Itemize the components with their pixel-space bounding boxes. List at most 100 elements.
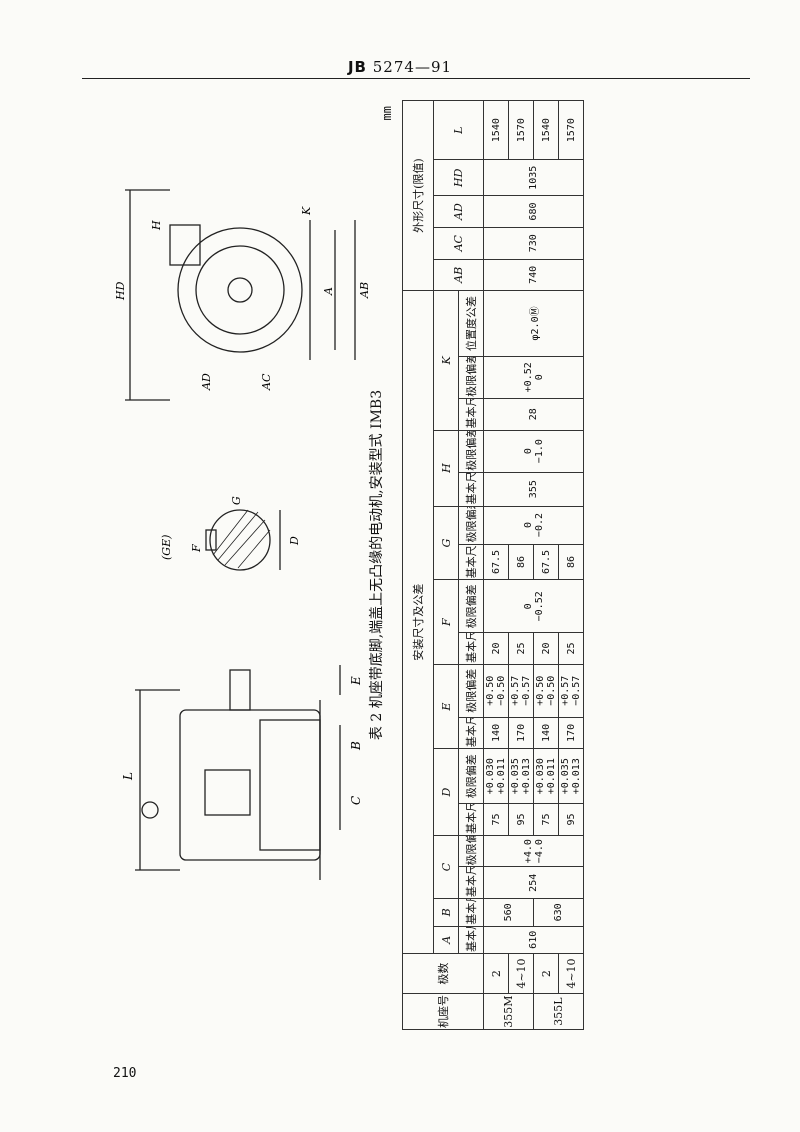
- page-number: 210: [113, 1066, 137, 1081]
- label-AD: AD: [200, 373, 213, 391]
- cell-F: 25: [558, 632, 584, 665]
- hdr-frame: 机座号: [402, 993, 484, 1030]
- cell-L: 1570: [558, 100, 584, 160]
- cell-D-tol: +0.035+0.013: [558, 748, 584, 804]
- d-tol-upper: +0.035: [510, 758, 521, 795]
- g-tol-upper: 0: [522, 522, 534, 529]
- d-tol-lower: +0.013: [521, 758, 532, 795]
- e-tol-upper: +0.50: [535, 675, 546, 706]
- d-tol-upper: +0.030: [535, 758, 546, 795]
- col-AB: AB: [433, 259, 484, 291]
- cell-G: 67.5: [533, 544, 559, 580]
- d-tol-lower: +0.011: [496, 758, 507, 795]
- cell-F: 25: [508, 632, 534, 665]
- e-tol-lower: −0.57: [571, 675, 582, 706]
- front-view-drawing: HD H AD AC K A AB: [114, 189, 370, 401]
- cell-E-tol: +0.50−0.50: [533, 664, 559, 718]
- cell-poles: 2: [533, 953, 559, 994]
- e-tol-upper: +0.57: [560, 675, 571, 706]
- hdr-outline: 外形尺寸(限值): [402, 100, 434, 291]
- cell-E-tol: +0.57−0.57: [558, 664, 584, 718]
- col-AC: AC: [433, 227, 484, 260]
- col-B: B: [433, 898, 459, 927]
- sub-limit: 极限偏差: [458, 835, 484, 867]
- cell-D: 95: [558, 803, 584, 836]
- cell-B: 630: [533, 898, 584, 927]
- shaft-section-drawing: (GE) F D G: [160, 496, 301, 571]
- d-tol-lower: +0.011: [546, 758, 557, 795]
- cell-E: 140: [483, 717, 509, 749]
- cell-E: 170: [508, 717, 534, 749]
- sub-limit: 极限偏差: [458, 430, 484, 473]
- cell-D-tol: +0.035+0.013: [508, 748, 534, 804]
- unit-label: mm: [380, 106, 394, 121]
- label-K: K: [300, 206, 313, 216]
- sub-basic: 基本尺寸: [458, 717, 484, 749]
- label-GE: (GE): [160, 535, 173, 560]
- col-L: L: [433, 100, 484, 160]
- cell-D-tol: +0.030+0.011: [483, 748, 509, 804]
- h-tol-upper: 0: [522, 448, 534, 455]
- sub-position: 位置度公差: [458, 290, 484, 357]
- sub-basic: 基本尺寸: [458, 632, 484, 665]
- label-E: E: [349, 676, 363, 686]
- cell-AD: 680: [483, 195, 584, 228]
- col-H: H: [433, 430, 459, 507]
- d-tol-upper: +0.035: [560, 758, 571, 795]
- cell-D: 95: [508, 803, 534, 836]
- standard-code: 5274—91: [372, 58, 453, 76]
- label-AB: AB: [358, 282, 370, 299]
- cell-poles: 4~10: [508, 953, 534, 994]
- cell-poles: 4~10: [558, 953, 584, 994]
- col-G: G: [433, 506, 459, 580]
- cell-frame: 355L: [533, 993, 584, 1030]
- cell-AC: 730: [483, 227, 584, 260]
- label-A: A: [322, 287, 335, 296]
- cell-E-tol: +0.57−0.57: [508, 664, 534, 718]
- sub-basic: 基本尺寸: [458, 866, 484, 899]
- e-tol-upper: +0.57: [510, 675, 521, 706]
- g-tol-lower: −0.2: [533, 512, 545, 538]
- cell-C: 254: [483, 866, 584, 899]
- hdr-poles: 极数: [402, 953, 484, 994]
- cell-K-position: φ2.0Ⓜ: [483, 290, 584, 357]
- cell-B: 560: [483, 898, 534, 927]
- cell-G: 67.5: [483, 544, 509, 580]
- sub-limit: 极限偏差: [458, 506, 484, 545]
- cell-F: 20: [483, 632, 509, 665]
- sub-basic: 基本尺寸: [458, 472, 484, 507]
- col-A: A: [433, 926, 459, 954]
- standard-prefix: JB: [347, 58, 367, 76]
- col-C: C: [433, 835, 459, 899]
- cell-L: 1570: [508, 100, 534, 160]
- col-K: K: [433, 290, 459, 431]
- cell-D: 75: [533, 803, 559, 836]
- cell-F-tol: 0−0.52: [483, 579, 584, 633]
- sub-limit: 极限偏差: [458, 579, 484, 633]
- f-tol-lower: −0.52: [533, 591, 545, 622]
- h-tol-lower: −1.0: [533, 439, 545, 464]
- label-F: F: [190, 544, 203, 553]
- e-tol-lower: −0.57: [521, 675, 532, 706]
- k-tol-upper: +0.52: [522, 362, 534, 393]
- c-tol-lower: −4.0: [533, 839, 545, 864]
- header-rule: [82, 78, 750, 79]
- cell-H-tol: 0−1.0: [483, 430, 584, 473]
- sub-basic: 基本尺寸: [458, 398, 484, 431]
- cell-L: 1540: [533, 100, 559, 160]
- label-L: L: [121, 772, 135, 781]
- cell-frame: 355M: [483, 993, 534, 1030]
- cell-K: 28: [483, 398, 584, 431]
- dimension-table: 机座号 极数 安装尺寸及公差 外形尺寸(限值) A B C D E F G H …: [402, 100, 584, 1030]
- label-C: C: [349, 796, 363, 805]
- sub-limit: 极限偏差: [458, 748, 484, 804]
- sub-basic: 基本尺寸: [458, 544, 484, 580]
- cell-F: 20: [533, 632, 559, 665]
- e-tol-upper: +0.50: [485, 675, 496, 706]
- cell-H: 355: [483, 472, 584, 507]
- d-tol-lower: +0.013: [571, 758, 582, 795]
- e-tol-lower: −0.50: [546, 675, 557, 706]
- col-D: D: [433, 748, 459, 836]
- side-view-drawing: L C B E: [121, 665, 363, 880]
- cell-G: 86: [508, 544, 534, 580]
